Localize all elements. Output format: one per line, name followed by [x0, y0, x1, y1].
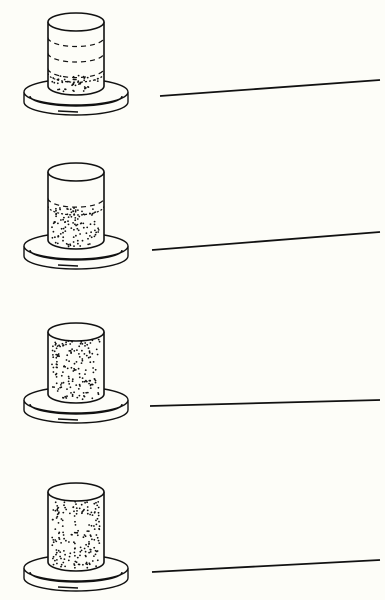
- cylinder: [47, 322, 105, 404]
- stipple-fill: [51, 207, 100, 248]
- cylinder: [47, 162, 105, 250]
- base-disk-inner-arc: [29, 249, 123, 261]
- cylinder-wall: [47, 492, 105, 572]
- fill-surface-line: [47, 205, 105, 216]
- cylinder-top: [47, 162, 105, 182]
- cylinder-wall: [47, 22, 105, 96]
- test-tube-item-4: [23, 482, 381, 592]
- base-disk-highlight: [57, 418, 79, 421]
- cylinder: [47, 12, 105, 96]
- base-disk-highlight: [57, 586, 79, 589]
- answer-line: [159, 79, 381, 97]
- dashed-level-line: [47, 68, 105, 79]
- base-disk-inner-arc: [29, 403, 123, 415]
- answer-line: [151, 231, 381, 251]
- dashed-level-line: [47, 37, 105, 48]
- base-disk-inner-arc: [29, 571, 123, 583]
- dashed-level-line: [47, 198, 105, 208]
- test-tube-item-3: [23, 322, 381, 424]
- cylinder: [47, 482, 105, 572]
- answer-line: [149, 399, 381, 407]
- test-tube-item-2: [23, 162, 381, 270]
- test-tube-item-1: [23, 12, 381, 116]
- base-disk-inner-arc: [29, 95, 123, 107]
- answer-line: [151, 559, 381, 573]
- stipple-fill: [51, 74, 99, 93]
- base-disk-highlight: [57, 110, 79, 113]
- dashed-level-line: [47, 52, 105, 63]
- cylinder-top: [47, 322, 105, 342]
- base-disk-highlight: [57, 264, 79, 267]
- cylinder-top: [47, 12, 105, 32]
- fill-surface-line: [47, 73, 105, 83]
- cylinder-top: [47, 482, 105, 502]
